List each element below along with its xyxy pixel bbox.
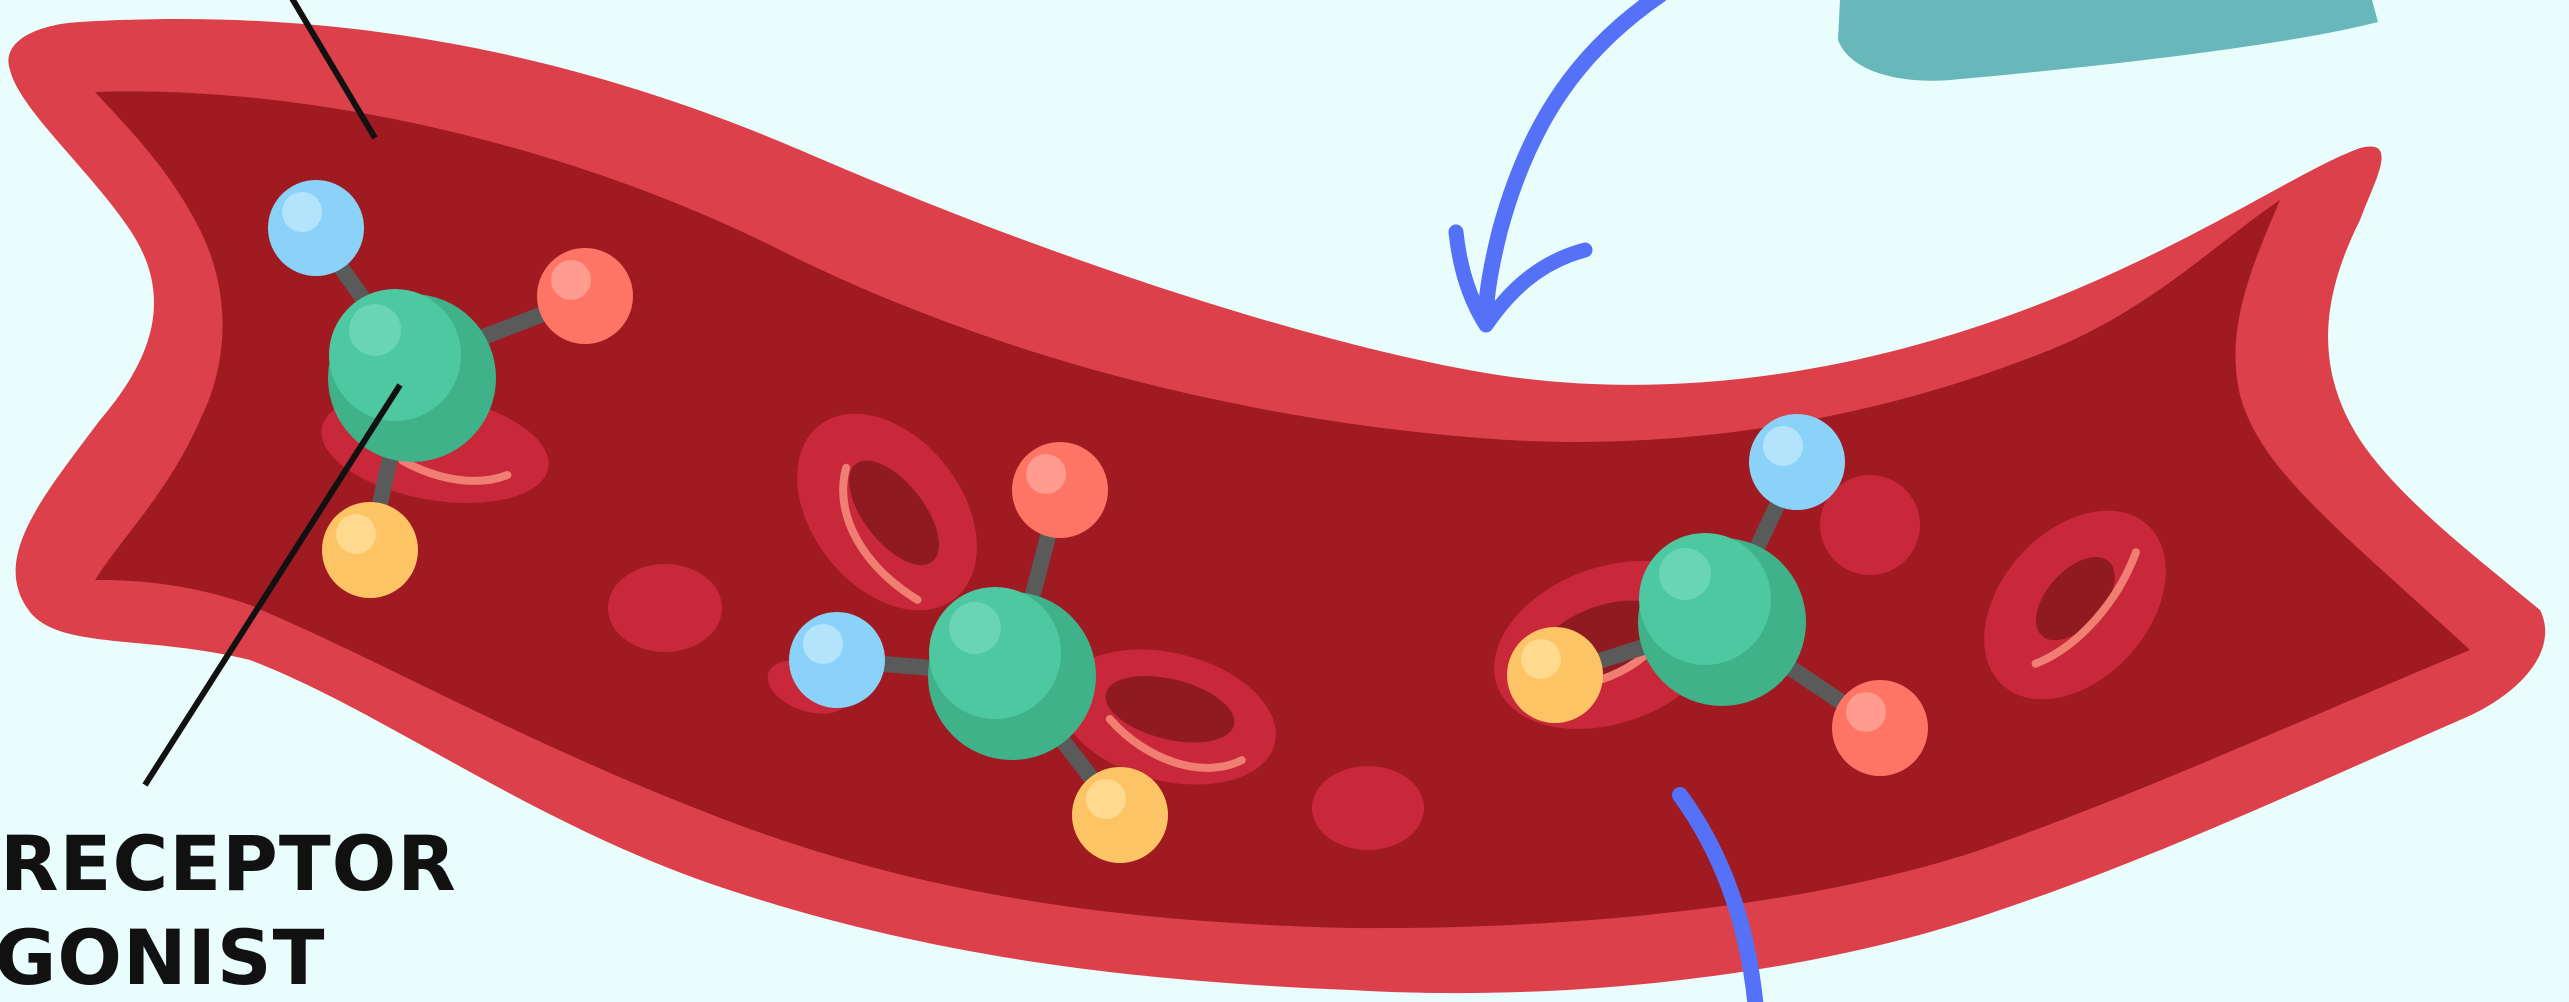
atom-yellow <box>1507 627 1603 723</box>
atom-blue <box>268 180 364 276</box>
red-blood-cell <box>608 564 722 652</box>
atom-yellow <box>1072 767 1168 863</box>
atom-red <box>1012 442 1108 538</box>
red-blood-cell <box>1312 766 1424 850</box>
atom-blue <box>789 612 885 708</box>
atom-red <box>1832 680 1928 776</box>
atom-red <box>537 248 633 344</box>
agonist-label: GONIST <box>0 920 325 996</box>
teal-shape <box>1838 0 2378 81</box>
curved-arrow-icon <box>1456 0 1660 325</box>
receptor-label: RECEPTOR <box>0 826 457 902</box>
atom-yellow <box>322 502 418 598</box>
atom-blue <box>1749 414 1845 510</box>
